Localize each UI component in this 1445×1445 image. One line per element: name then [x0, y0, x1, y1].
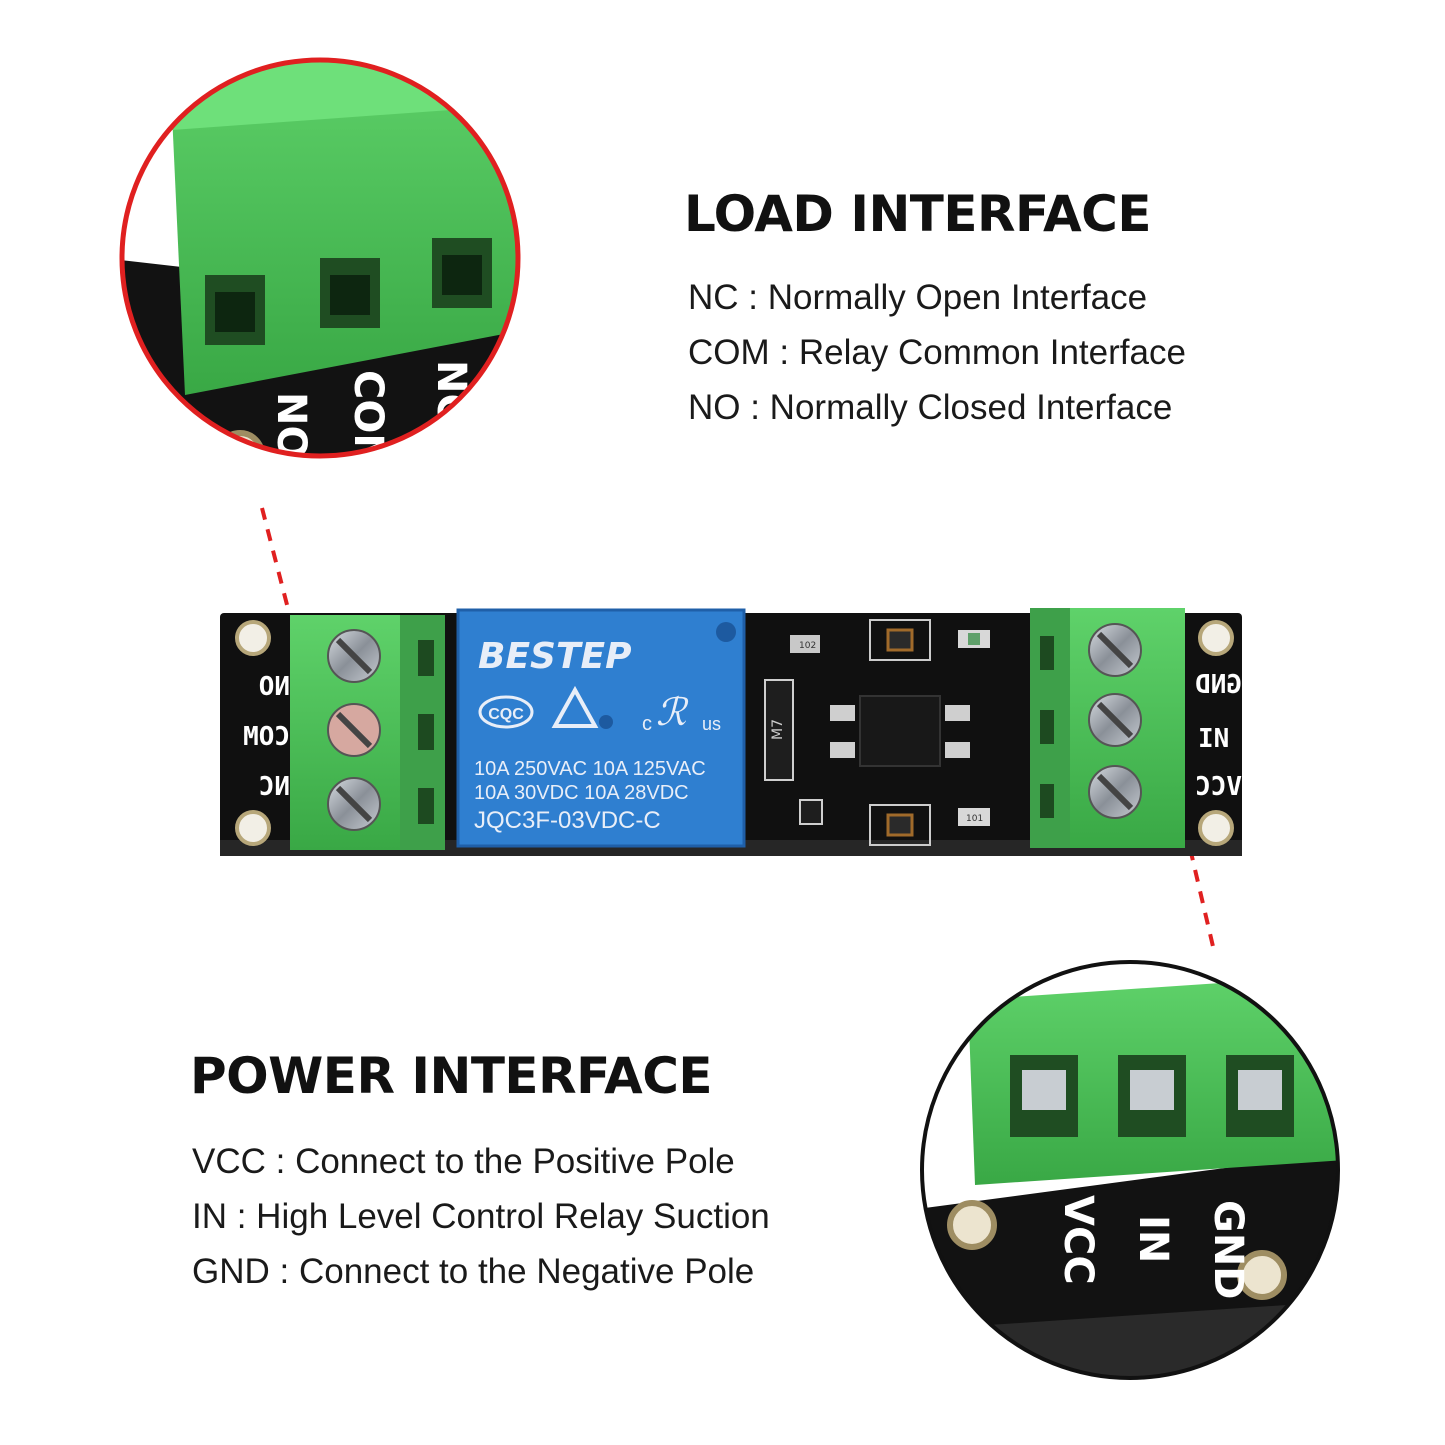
mount-hole	[235, 810, 271, 846]
load-line-nc: NC : Normally Open Interface	[688, 278, 1148, 317]
pcb-label-com: COM	[243, 722, 290, 752]
pcb-label-in: IN	[1198, 724, 1229, 754]
relay-ul-c: c	[642, 713, 652, 735]
zoom-mount-hole	[1237, 1250, 1287, 1300]
pcb-label-nc: NC	[259, 772, 290, 802]
smd-mark-1: 102	[799, 641, 816, 651]
power-line-vcc: VCC : Connect to the Positive Pole	[192, 1142, 735, 1181]
relay-cert: CQC	[488, 706, 524, 723]
power-terminal-block	[1030, 608, 1185, 848]
zoom-label-no: NO	[268, 392, 314, 459]
mount-hole	[1198, 620, 1234, 656]
relay-ul-us: us	[702, 714, 721, 734]
pcb-label-gnd: GND	[1195, 670, 1242, 700]
load-terminal-block	[290, 615, 445, 850]
circuit-components: 102 M7 101	[764, 619, 990, 846]
load-interface-list: NC : Normally Open Interface COM : Relay…	[688, 270, 1186, 435]
relay-board: NO COM NC GND IN VCC BESTEP CQC	[220, 608, 1242, 856]
relay-model: JQC3F-03VDC-C	[474, 807, 661, 834]
zoom-circle-bottom	[920, 960, 1340, 1380]
zoom-mount-hole	[947, 1200, 997, 1250]
zoom-mount-hole	[507, 367, 518, 413]
load-line-com: COM : Relay Common Interface	[688, 333, 1186, 372]
load-interface-title: LOAD INTERFACE	[684, 185, 1152, 243]
diode-mark: M7	[770, 719, 786, 740]
load-line-no: NO : Normally Closed Interface	[688, 388, 1173, 427]
zoom-circle-top	[119, 57, 521, 459]
power-interface-list: VCC : Connect to the Positive Pole IN : …	[192, 1134, 770, 1299]
zoom-power-terminal: VCC IN GND	[922, 962, 1338, 1378]
power-interface-title: POWER INTERFACE	[190, 1047, 713, 1105]
warning-triangle-icon	[551, 685, 599, 728]
relay-rating-1: 10A 250VAC 10A 125VAC	[474, 758, 706, 780]
relay-brand: BESTEP	[478, 636, 632, 677]
smd-mark-2: 101	[966, 814, 983, 824]
power-line-in: IN : High Level Control Relay Suction	[192, 1197, 770, 1236]
pcb-label-no: NO	[259, 672, 290, 702]
relay-component: BESTEP CQC c ℛ us 10A 250VAC 10A 125VAC …	[456, 608, 746, 848]
zoom-load-terminal: NC COM NO	[122, 60, 518, 473]
zoom-label-gnd: GND	[1205, 1200, 1251, 1300]
ul-logo-icon: ℛ	[656, 690, 689, 734]
zoom-label-vcc: VCC	[1055, 1195, 1101, 1285]
mount-hole	[235, 620, 271, 656]
pcb-label-vcc: VCC	[1195, 772, 1242, 802]
power-line-gnd: GND : Connect to the Negative Pole	[192, 1252, 755, 1291]
zoom-label-in: IN	[1130, 1215, 1176, 1263]
mount-hole	[1198, 810, 1234, 846]
zoom-label-com: COM	[345, 370, 391, 473]
relay-rating-2: 10A 30VDC 10A 28VDC	[474, 782, 689, 804]
